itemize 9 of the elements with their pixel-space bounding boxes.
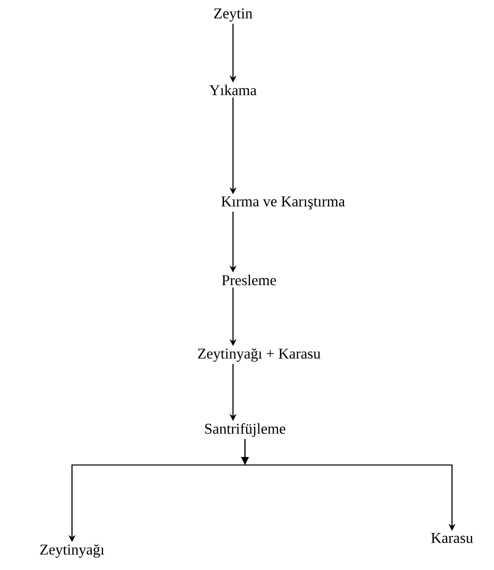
step-label: Kırma ve Karıştırma: [221, 196, 345, 210]
step-label: Karasu: [431, 533, 473, 543]
step-label: Zeytin: [214, 8, 252, 22]
arrowhead: [241, 457, 249, 465]
step-label: Presleme: [222, 274, 276, 286]
step-label: Santrifüjleme: [205, 423, 286, 437]
step-label: Zeytinyağı + Karasu: [198, 348, 320, 362]
step-label: Zeytinyağı: [40, 544, 104, 558]
step-label: Yıkama: [209, 84, 257, 96]
